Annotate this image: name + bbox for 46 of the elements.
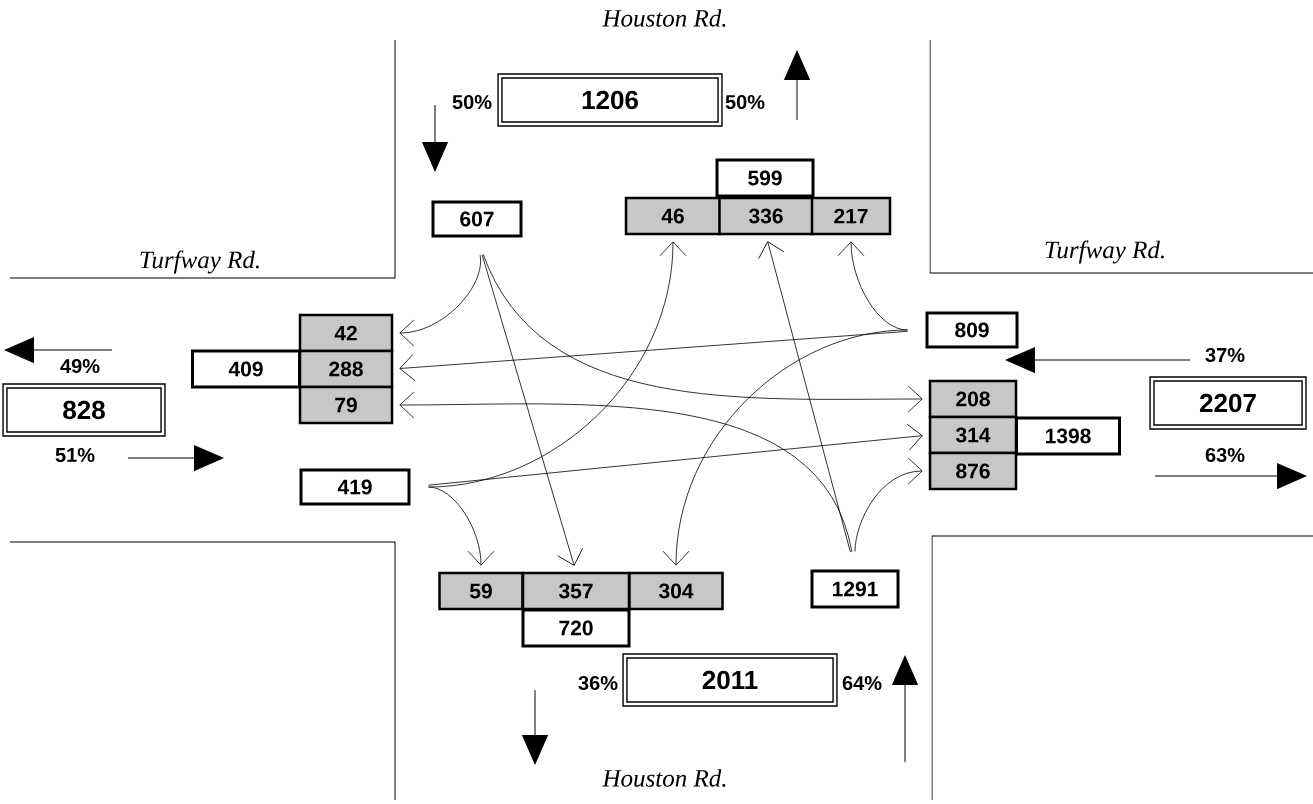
turning-movement-arrow — [399, 391, 853, 553]
percentage: 64% — [842, 675, 882, 691]
volume-box: 720 — [521, 608, 631, 648]
turning-movement-arrow — [662, 329, 908, 566]
departure-volume-box: 876 — [928, 451, 1018, 491]
percentage: 37% — [1205, 347, 1245, 363]
percentage: 50% — [452, 94, 492, 110]
departure-volume-box: 217 — [810, 196, 892, 236]
turning-movement-arrow — [482, 254, 923, 413]
road-name: Turfway Rd. — [140, 250, 259, 274]
total-volume-box: 2207 — [1149, 376, 1307, 430]
percentage: 50% — [725, 94, 765, 110]
turning-movement-arrow — [481, 254, 584, 566]
departure-volume-box: 336 — [718, 196, 814, 236]
total-volume-box: 828 — [2, 383, 166, 437]
total-volume-box: 1206 — [497, 73, 723, 127]
departure-volume-box: 42 — [298, 313, 394, 353]
volume-box: 1398 — [1015, 416, 1121, 456]
turning-movement-arrow — [758, 241, 851, 553]
volume-box: 419 — [299, 468, 411, 506]
volume-box: 1291 — [810, 569, 900, 609]
departure-volume-box: 288 — [298, 349, 394, 389]
road-name: Houston Rd. — [602, 9, 726, 27]
departure-volume-box: 79 — [298, 385, 394, 425]
percentage: 36% — [578, 675, 618, 691]
departure-volume-box: 59 — [438, 571, 524, 611]
percentage: 49% — [60, 358, 100, 374]
percentage: 63% — [1205, 447, 1245, 463]
road-name: Houston Rd. — [602, 769, 726, 787]
departure-volume-box: 46 — [624, 196, 722, 236]
volume-box: 809 — [925, 311, 1019, 349]
road-name: Turfway Rd. — [1045, 240, 1164, 264]
percentage: 51% — [55, 447, 95, 463]
turning-movement-arrow — [399, 330, 908, 381]
turning-movement-arrow — [854, 457, 923, 552]
turning-movement-arrow — [428, 423, 923, 486]
volume-box: 599 — [715, 158, 815, 198]
volume-box: 607 — [431, 200, 523, 238]
departure-volume-box: 357 — [521, 571, 631, 611]
departure-volume-box: 208 — [928, 379, 1018, 419]
turning-movement-arrow — [399, 254, 481, 347]
departure-volume-box: 304 — [628, 571, 724, 611]
turning-movement-arrow — [428, 241, 687, 488]
total-volume-box: 2011 — [622, 653, 838, 707]
departure-volume-box: 314 — [928, 415, 1018, 455]
volume-box: 409 — [191, 349, 301, 389]
